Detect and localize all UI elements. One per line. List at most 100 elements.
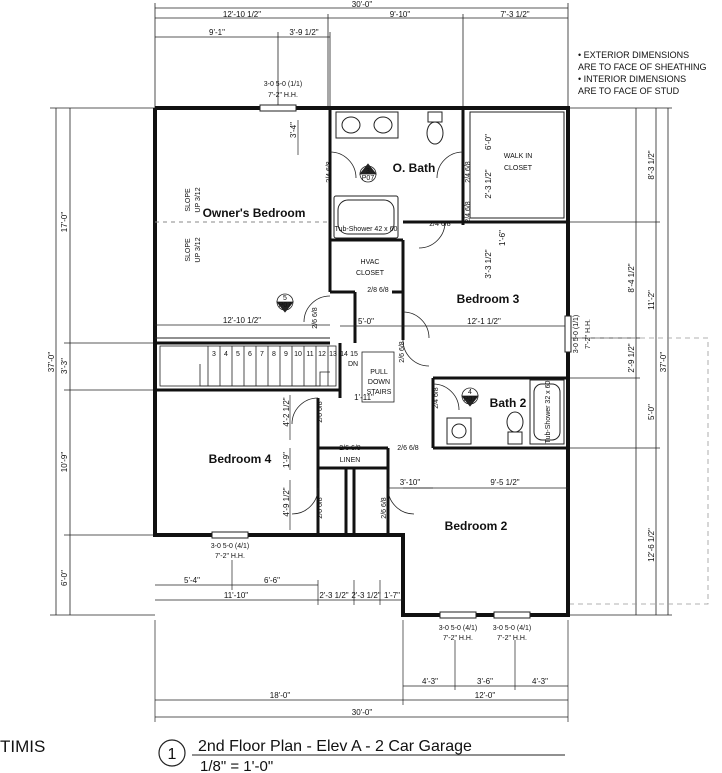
dim-2312a: 2'-3 1/2": [319, 591, 348, 600]
door-label-11: 2/4 6/8: [433, 387, 440, 409]
pull-down-1: PULL: [370, 369, 388, 376]
door-label-9: 2/6 6/8: [397, 445, 419, 452]
window-bed2a-label: 3-0 5-0 (4/1): [439, 625, 478, 632]
garage-outline-dashed: [568, 337, 709, 605]
door-label-2: 2/4 6/8: [465, 161, 472, 183]
dim-top-overall: 30'-0": [352, 0, 373, 9]
dim-bed2-width: 9'-5 1/2": [490, 478, 519, 487]
dim-4212: 4'-2 1/2": [282, 397, 291, 426]
window-bed4-label: 3-0 5-0 (4/1): [211, 543, 250, 550]
dim-2312-closet: 2'-3 1/2": [484, 169, 493, 198]
room-owners-bedroom: Owner's Bedroom: [203, 206, 306, 220]
window-bed2b-height: 7'-2" H.H.: [497, 635, 527, 642]
tag-3-sheet: P07: [464, 396, 477, 403]
slope-2b: UP 3/12: [195, 237, 202, 262]
dim-66: 6'-6": [264, 576, 280, 585]
right-dimensions: [568, 107, 672, 616]
dim-3312: 3'-3 1/2": [484, 249, 493, 278]
dim-16: 1'-6": [498, 230, 507, 246]
svg-text:9: 9: [284, 351, 288, 358]
partition-lines: [155, 111, 565, 339]
door-swings: [291, 151, 464, 515]
slope-1a: SLOPE: [185, 188, 192, 212]
dim-top-4: 9'-1": [209, 28, 225, 37]
room-linen: LINEN: [340, 457, 361, 464]
svg-text:5: 5: [236, 351, 240, 358]
tag-2-sheet: P07: [279, 302, 292, 309]
door-label-12: 2/6 6/8: [381, 497, 388, 519]
door-label-8: 2/6 6/8: [339, 445, 361, 452]
dim-180: 18'-0": [270, 691, 291, 700]
tub-shower-label: Tub-Shower 42 x 60: [335, 226, 398, 233]
section-tags: [276, 163, 479, 407]
title-left-fragment: TIMIS: [0, 737, 45, 756]
door-label-7: 2/6 6/8: [317, 401, 324, 423]
dim-left-4: 6'-0": [60, 570, 69, 586]
dim-4912: 4'-9 1/2": [282, 487, 291, 516]
room-hvac-1: HVAC: [361, 259, 380, 266]
door-label-4: 2/8 6/8: [367, 287, 389, 294]
dim-54: 5'-4": [184, 576, 200, 585]
svg-text:11: 11: [306, 351, 313, 358]
svg-text:4: 4: [224, 351, 228, 358]
tag-1-num: 3: [366, 168, 370, 175]
dim-top-2: 9'-10": [390, 10, 411, 19]
dim-left-overall: 37'-0": [47, 352, 56, 373]
window-markers: [211, 104, 572, 619]
svg-text:14: 14: [340, 351, 348, 358]
dim-hall-50: 5'-0": [358, 317, 374, 326]
dim-310: 3'-10": [400, 478, 421, 487]
window-right-label: 3-0 5-0 (1/1): [573, 315, 580, 354]
room-o-bath: O. Bath: [393, 161, 436, 175]
dim-1110: 11'-10": [224, 591, 248, 600]
note-4: ARE TO FACE OF STUD: [578, 86, 680, 96]
note-2: ARE TO FACE OF SHEATHING: [578, 62, 707, 72]
room-bedroom-3: Bedroom 3: [457, 292, 520, 306]
door-label-13: 2/4 6/8: [465, 201, 472, 223]
slope-1b: UP 3/12: [195, 187, 202, 212]
window-right-height: 7'-2" H.H.: [585, 319, 592, 349]
dim-right-6: 12'-6 1/2": [647, 528, 656, 562]
dim-right-3: 8'-4 1/2": [627, 263, 636, 292]
room-bedroom-2: Bedroom 2: [445, 519, 508, 533]
title-scale: 1/8" = 1'-0": [200, 758, 273, 773]
stairs: [159, 345, 395, 403]
title-number-circle: [158, 739, 186, 767]
dim-bed3-width: 12'-1 1/2": [467, 317, 501, 326]
exterior-walls: [153, 106, 570, 617]
door-label-3: 2/4 6/8: [429, 221, 451, 228]
dim-hall-111: 1'-11": [354, 393, 374, 402]
svg-text:13: 13: [329, 351, 337, 358]
dim-right-4: 2'-9 1/2": [627, 343, 636, 372]
window-top-height: 7'-2" H.H.: [268, 92, 298, 99]
bath-fixtures: [333, 111, 565, 445]
left-dimensions: [50, 107, 155, 616]
pull-down-3: STAIRS: [367, 389, 392, 396]
door-label-10: 2/6 6/8: [317, 497, 324, 519]
room-walk-in-2: CLOSET: [504, 165, 533, 172]
dim-right-1: 8'-3 1/2": [647, 150, 656, 179]
window-top-label: 3-0 5-0 (1/1): [264, 81, 303, 88]
window-bed2a-height: 7'-2" H.H.: [443, 635, 473, 642]
room-hvac-2: CLOSET: [356, 270, 385, 277]
dim-bottom-overall: 30'-0": [352, 708, 373, 717]
slope-2a: SLOPE: [185, 238, 192, 262]
door-label-6: 2/6 6/8: [399, 341, 406, 363]
svg-text:3: 3: [212, 351, 216, 358]
note-3: • INTERIOR DIMENSIONS: [578, 74, 686, 84]
dim-2312b: 2'-3 1/2": [351, 591, 380, 600]
door-label-1: 2/4 6/8: [326, 161, 333, 183]
title-main: 2nd Floor Plan - Elev A - 2 Car Garage: [198, 738, 472, 755]
dim-top-5: 3'-9 1/2": [289, 28, 318, 37]
dim-left-1: 17'-0": [60, 212, 69, 233]
window-bed2b-label: 3-0 5-0 (4/1): [493, 625, 532, 632]
dim-top-3: 7'-3 1/2": [500, 10, 529, 19]
dim-43b: 4'-3": [532, 677, 548, 686]
svg-text:15: 15: [350, 351, 358, 358]
svg-text:6: 6: [248, 351, 252, 358]
svg-text:8: 8: [272, 351, 276, 358]
tag-1-sheet: P07: [362, 175, 375, 182]
dim-43a: 4'-3": [422, 677, 438, 686]
pull-down-2: DOWN: [368, 379, 390, 386]
